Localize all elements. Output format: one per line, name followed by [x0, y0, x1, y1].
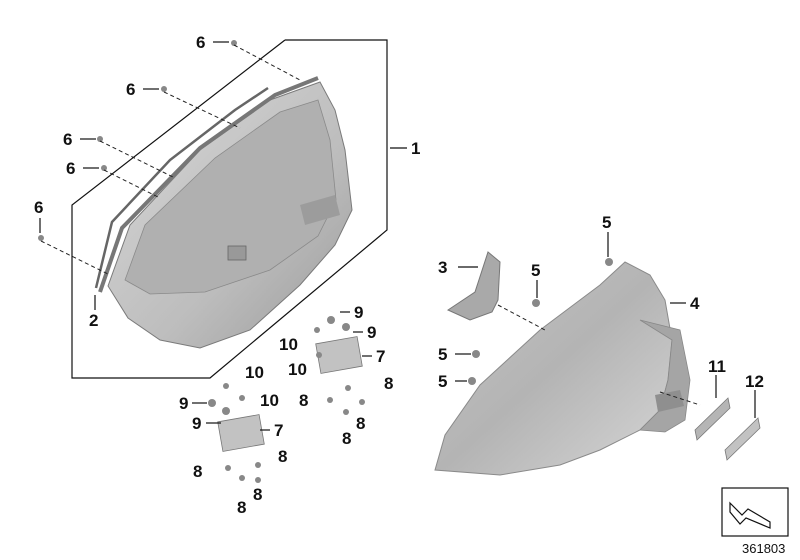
callout-8h: 8 — [237, 498, 246, 517]
bolt-8e — [225, 465, 231, 471]
callout-3: 3 — [438, 258, 447, 277]
bolt-8d — [359, 399, 365, 405]
callout-8g: 8 — [253, 485, 262, 504]
callout-10b: 10 — [288, 360, 307, 379]
washer-10c — [223, 383, 229, 389]
callout-12: 12 — [745, 372, 764, 391]
bolt-8c — [343, 409, 349, 415]
screw-6c — [97, 136, 103, 142]
case-latch — [227, 245, 247, 261]
case-shell-group — [94, 76, 353, 349]
clip-9c — [208, 399, 216, 407]
callout-8c: 8 — [342, 429, 351, 448]
washer-10a — [314, 327, 320, 333]
screw-6e — [38, 235, 44, 241]
screw-6d — [101, 165, 107, 171]
pad-part-11 — [694, 397, 731, 441]
callout-6b: 6 — [126, 80, 135, 99]
callout-8f: 8 — [193, 462, 202, 481]
assembly-dash-lines — [40, 44, 701, 406]
clip-9d — [222, 407, 230, 415]
callout-8b: 8 — [299, 391, 308, 410]
callout-7a: 7 — [376, 347, 385, 366]
callout-5b: 5 — [531, 261, 540, 280]
diagram-reference: 361803 — [721, 487, 789, 556]
callout-11: 11 — [708, 357, 726, 376]
callout-10c: 10 — [245, 363, 264, 382]
bolt-8g — [255, 462, 261, 468]
callout-9d: 9 — [192, 414, 201, 433]
pad-part-12 — [724, 417, 761, 461]
hinge-plate-lower — [217, 414, 265, 452]
callout-6d: 6 — [66, 159, 75, 178]
clip-9b — [342, 323, 350, 331]
callout-9a: 9 — [354, 303, 363, 322]
diagram-id: 361803 — [742, 541, 785, 556]
callout-5a: 5 — [602, 213, 611, 232]
bolt-8f — [239, 475, 245, 481]
case-shell-inner — [124, 99, 337, 295]
callout-7b: 7 — [274, 421, 283, 440]
callout-10d: 10 — [260, 391, 279, 410]
callout-1: 1 — [411, 139, 420, 158]
assembly-frame — [71, 39, 388, 379]
callout-5d: 5 — [438, 372, 447, 391]
callout-labels: 6 6 6 6 6 1 2 3 4 5 5 5 5 9 9 9 9 10 10 … — [34, 33, 764, 517]
arrow-icon — [729, 501, 771, 529]
clip-9a — [327, 316, 335, 324]
washer-10b — [316, 352, 322, 358]
callout-9c: 9 — [179, 394, 188, 413]
leader-lines — [39, 41, 756, 431]
nut-5b — [532, 299, 540, 307]
case-seal — [94, 86, 269, 289]
callout-9b: 9 — [367, 323, 376, 342]
callout-6c: 6 — [63, 130, 72, 149]
callout-8d: 8 — [356, 414, 365, 433]
callout-6e: 6 — [34, 198, 43, 217]
callout-8a: 8 — [384, 374, 393, 393]
screw-6b — [161, 86, 167, 92]
callout-8e: 8 — [278, 447, 287, 466]
callout-5c: 5 — [438, 345, 447, 364]
screw-6a — [231, 40, 237, 46]
reference-box — [721, 487, 789, 537]
nut-5a — [605, 258, 613, 266]
case-handle-recess — [300, 195, 340, 225]
bolt-8b — [345, 385, 351, 391]
lid-body — [434, 261, 673, 476]
case-shell-rim — [98, 76, 319, 293]
hardware-group — [38, 40, 613, 483]
nut-5d — [468, 377, 476, 385]
washer-10d — [239, 395, 245, 401]
callout-6a: 6 — [196, 33, 205, 52]
nut-5c — [472, 350, 480, 358]
bolt-8a — [327, 397, 333, 403]
lid-group — [434, 261, 691, 476]
hinge-plate-upper — [315, 336, 363, 374]
bracket-part-3 — [446, 251, 501, 321]
callout-4: 4 — [690, 294, 700, 313]
bolt-8h — [255, 477, 261, 483]
callout-2: 2 — [89, 311, 98, 330]
lid-hinge-plate — [655, 390, 684, 412]
callout-10a: 10 — [279, 335, 298, 354]
